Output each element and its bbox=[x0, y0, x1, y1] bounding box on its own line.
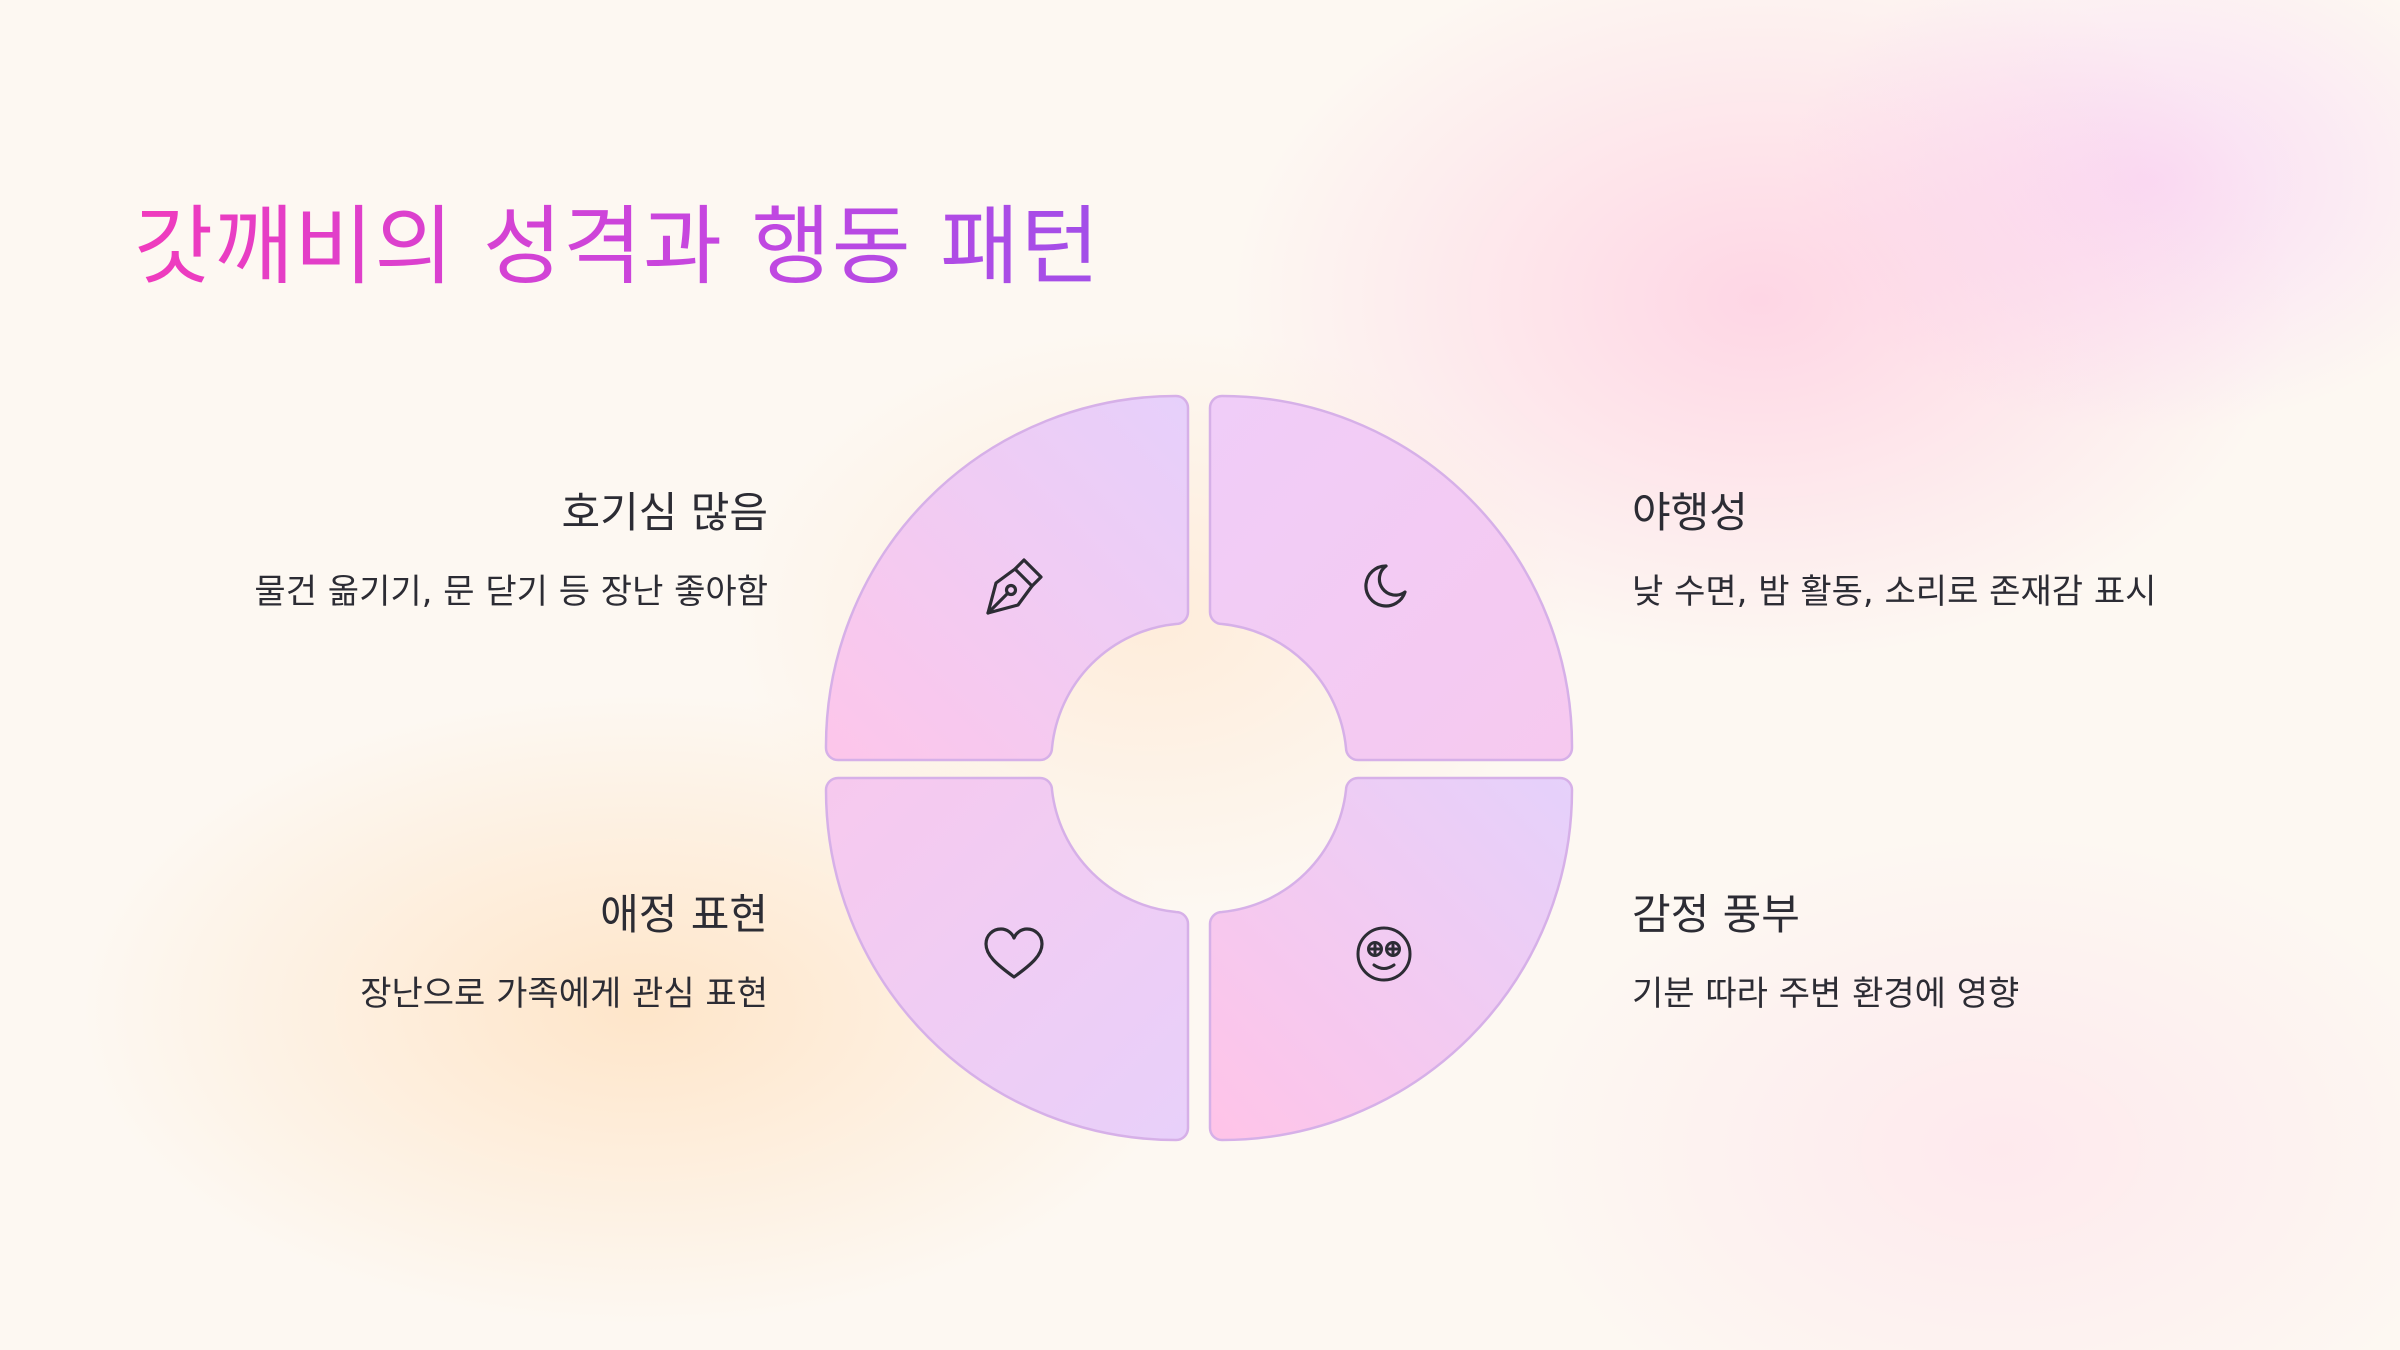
starry-eyes-face-icon bbox=[1356, 926, 1412, 982]
item-affection: 애정 표현 장난으로 가족에게 관심 표현 bbox=[360, 890, 768, 1015]
heart-icon bbox=[984, 927, 1044, 979]
segment-top-left bbox=[824, 394, 1190, 762]
segment-top-right bbox=[1208, 394, 1574, 762]
item-nocturnal: 야행성 낮 수면, 밤 활동, 소리로 존재감 표시 bbox=[1632, 488, 2156, 613]
item-nocturnal-description: 낮 수면, 밤 활동, 소리로 존재감 표시 bbox=[1632, 572, 2157, 613]
item-nocturnal-heading: 야행성 bbox=[1632, 488, 1748, 537]
item-emotional: 감정 풍부 기분 따라 주변 환경에 영향 bbox=[1632, 890, 2019, 1015]
moon-icon bbox=[1364, 564, 1407, 608]
item-curiosity-description: 물건 옮기기, 문 닫기 등 장난 좋아함 bbox=[254, 572, 768, 613]
item-curiosity-heading: 호기심 많음 bbox=[561, 488, 768, 537]
item-emotional-heading: 감정 풍부 bbox=[1632, 890, 1800, 939]
page-title: 갓깨비의 성격과 행동 패턴 bbox=[134, 196, 1100, 299]
item-affection-heading: 애정 표현 bbox=[600, 890, 768, 939]
item-affection-description: 장난으로 가족에게 관심 표현 bbox=[360, 974, 768, 1015]
pen-nib-icon bbox=[986, 558, 1043, 615]
segment-bottom-left bbox=[824, 776, 1190, 1142]
item-curiosity: 호기심 많음 물건 옮기기, 문 닫기 등 장난 좋아함 bbox=[254, 488, 768, 613]
item-emotional-description: 기분 따라 주변 환경에 영향 bbox=[1632, 974, 2020, 1015]
segment-bottom-right bbox=[1208, 776, 1574, 1142]
